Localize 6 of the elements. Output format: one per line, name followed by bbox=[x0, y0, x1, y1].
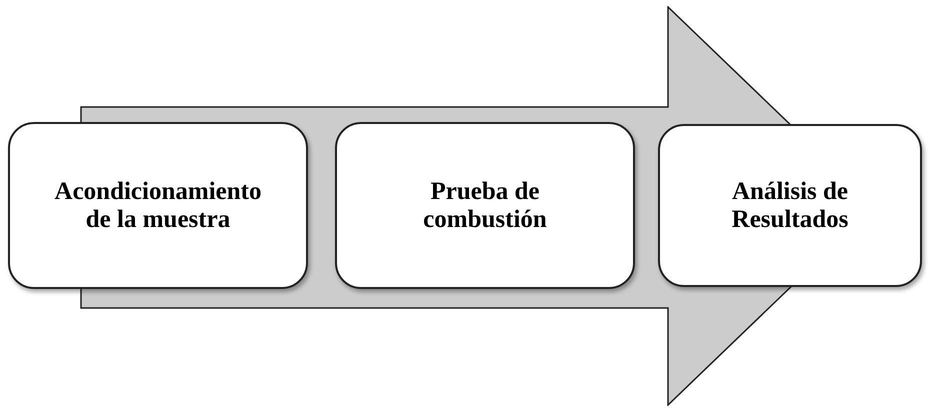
step-label: Prueba de combustión bbox=[422, 178, 548, 234]
step-label: Acondicionamiento de la muestra bbox=[54, 178, 262, 234]
process-box bbox=[8, 122, 308, 289]
process-box bbox=[658, 124, 922, 287]
process-box bbox=[335, 122, 635, 289]
step-label: Análisis de Resultados bbox=[730, 178, 850, 234]
